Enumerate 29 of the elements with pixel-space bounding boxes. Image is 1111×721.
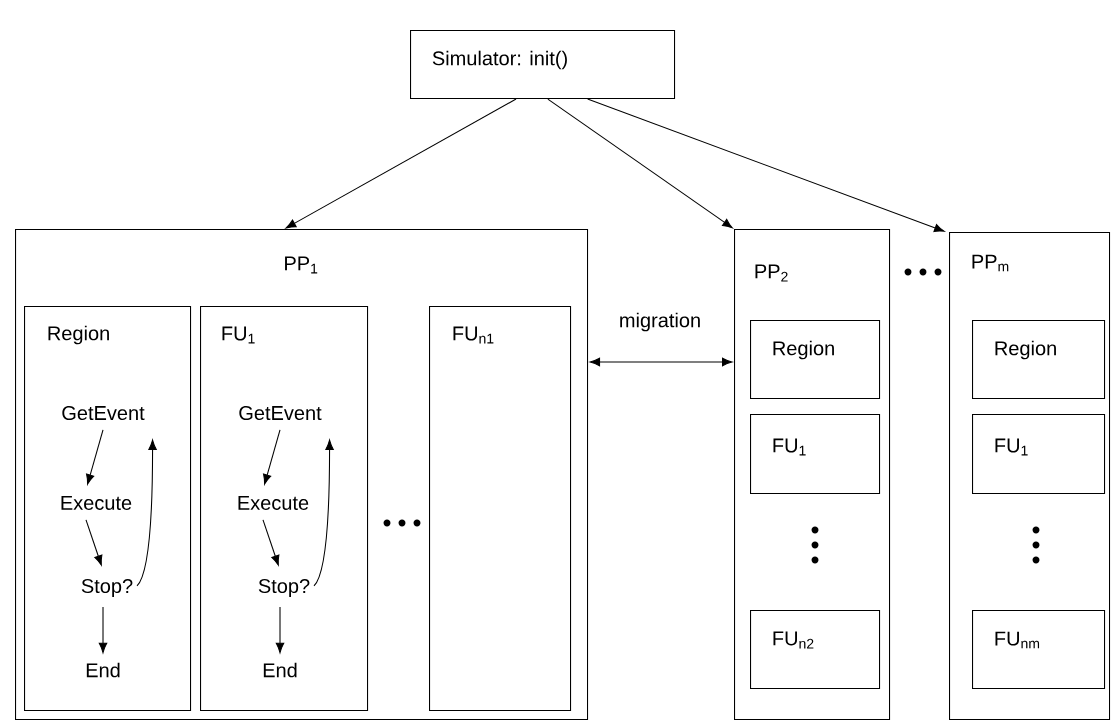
- step-label: Execute: [61, 496, 132, 510]
- arrow: [285, 98, 517, 229]
- step-label: Stop?: [81, 578, 133, 598]
- step-label: Execute: [238, 496, 309, 510]
- region-box: Region: [972, 320, 1106, 400]
- arrow: [263, 429, 281, 485]
- arrow: [85, 519, 103, 566]
- step-label: GetEvent: [62, 405, 145, 421]
- arrow: [86, 429, 104, 485]
- unit-box: FU$_{1}$: [972, 414, 1106, 495]
- edge-label: migration: [617, 311, 703, 333]
- step-label: GetEvent: [239, 405, 322, 421]
- step-label: End: [86, 662, 120, 678]
- step-label: End: [263, 662, 297, 678]
- simulator-box: Simulator: init(): [410, 30, 676, 100]
- arrow: [275, 606, 285, 654]
- region-box: Region: [750, 320, 881, 400]
- arrow: [136, 439, 157, 587]
- arrow: [262, 519, 280, 566]
- arrow: [587, 98, 945, 233]
- step-label: Stop?: [258, 578, 310, 598]
- unit-box: FU$_{n2}$: [750, 610, 881, 690]
- arrow: [313, 439, 334, 587]
- arrow: [98, 606, 108, 654]
- arrow: [547, 98, 733, 229]
- unit-box: FU$_{nm}$: [972, 610, 1106, 690]
- unit-box: FU$_{n1}$: [429, 306, 572, 712]
- unit-box: FU$_{1}$: [750, 414, 881, 495]
- double-arrow: [589, 357, 733, 367]
